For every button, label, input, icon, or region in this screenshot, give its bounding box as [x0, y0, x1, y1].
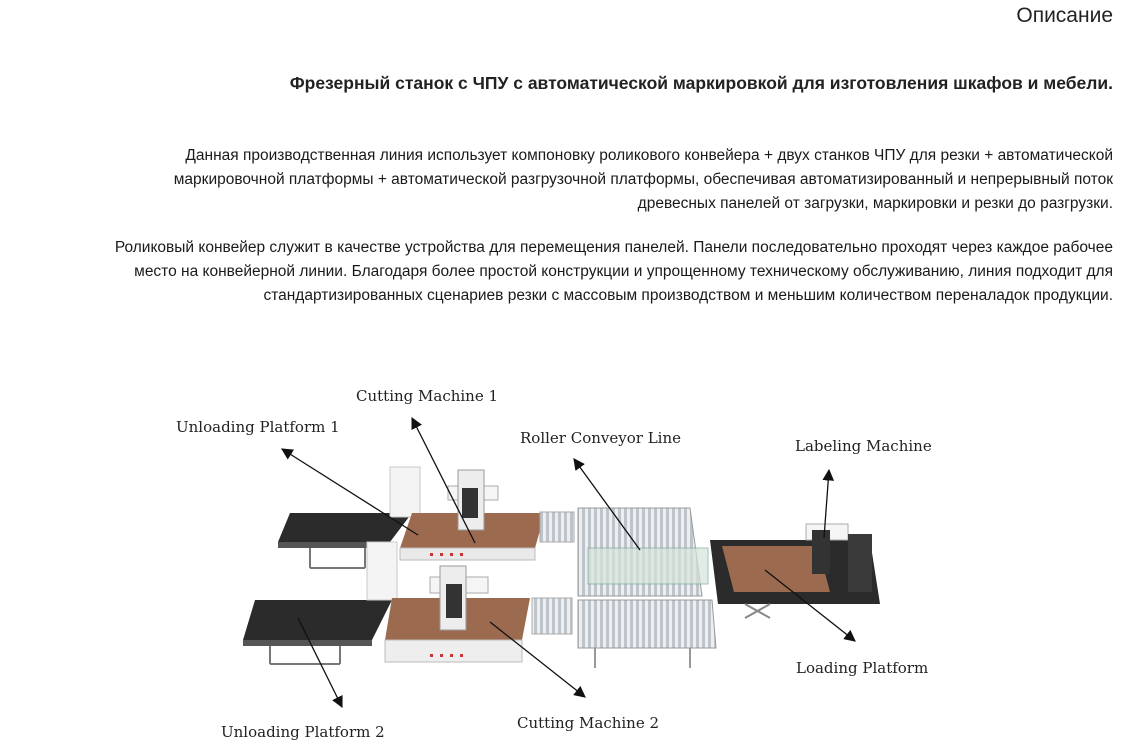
loading-platform-board — [722, 546, 830, 592]
label-unloading-platform-2: Unloading Platform 2 — [221, 723, 385, 741]
arrow-roller-conveyor — [573, 458, 641, 551]
paragraph-1-line: маркировочной платформы + автоматической… — [173, 171, 1113, 188]
roller-conveyor-illustration — [577, 507, 717, 668]
arrow-unloading-platform-1 — [281, 448, 419, 536]
description-paragraph-2: Роликовый конвейер служит в качестве уст… — [13, 236, 1113, 308]
arrow-cutting-machine-2 — [489, 621, 586, 698]
label-loading-platform: Loading Platform — [796, 659, 928, 677]
cabinet-lower — [366, 541, 398, 601]
lower-line-illustration — [243, 541, 573, 665]
label-roller-conveyor-line: Roller Conveyor Line — [520, 429, 681, 447]
arrow-unloading-platform-2 — [297, 617, 343, 709]
upper-line-illustration — [278, 466, 575, 569]
label-unloading-platform-1: Unloading Platform 1 — [176, 418, 340, 436]
arrow-cutting-machine-1 — [411, 416, 476, 544]
section-title: Описание — [1016, 4, 1113, 27]
paragraph-2-line: .стандартизированных сценариев резки с м… — [263, 287, 1113, 304]
unloading-platform-2-belt — [243, 600, 392, 640]
paragraph-1-line: .древесных панелей от загрузки, маркиров… — [637, 195, 1113, 212]
unloading-platform-1-belt — [278, 513, 412, 542]
label-cutting-machine-2: Cutting Machine 2 — [517, 714, 659, 732]
description-paragraph-1: Данная производственная линия использует… — [53, 144, 1113, 216]
arrow-labeling-machine — [822, 468, 835, 539]
label-cutting-machine-1: Cutting Machine 1 — [356, 387, 498, 405]
production-line-diagram: Cutting Machine 1 Unloading Platform 1 R… — [176, 387, 932, 741]
paragraph-1-line: Данная производственная линия использует… — [185, 147, 1113, 164]
cabinet-upper — [389, 466, 421, 518]
label-labeling-machine: Labeling Machine — [795, 437, 932, 455]
paragraph-2-line: Роликовый конвейер служит в качестве уст… — [114, 239, 1113, 256]
paragraph-2-line: место на конвейерной линии. Благодаря бо… — [134, 263, 1113, 280]
page-heading: .Фрезерный станок с ЧПУ с автоматической… — [289, 73, 1113, 93]
arrow-loading-platform — [764, 569, 856, 642]
loading-labeling-illustration — [710, 523, 880, 619]
